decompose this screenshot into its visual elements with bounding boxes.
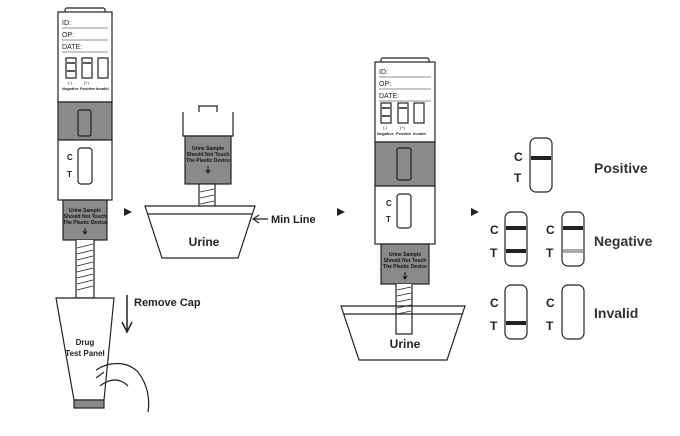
device2-warning-line1: Urine Sample <box>192 146 224 152</box>
cap-with-hand <box>55 297 150 413</box>
device3-neg-sign: (-) <box>383 125 388 130</box>
device2-warning-line3: The Plastic Device <box>186 158 230 164</box>
device3-warning-line2: Should Not Touch <box>384 258 427 264</box>
remove-cap-label: Remove Cap <box>134 297 201 309</box>
device1-warning-line3: The Plastic Device <box>63 220 107 226</box>
positive-t-label: T <box>514 171 522 185</box>
device-step2-wick-texture <box>199 188 215 205</box>
device1-date-label: DATE: <box>62 44 82 51</box>
negative1-c-label: C <box>490 223 499 237</box>
device1-inv-label: Invalid <box>96 86 109 91</box>
cap-text-line1: Drug <box>76 338 95 347</box>
device3-inv-label: Invalid <box>413 131 426 136</box>
positive-label: Positive <box>594 160 648 176</box>
urine-label-cup1: Urine <box>189 235 220 249</box>
device-step1 <box>57 7 113 299</box>
device2-warning-line2: Should Not Touch <box>187 152 230 158</box>
device2-arrow-icon <box>205 166 211 174</box>
positive-c-label: C <box>514 150 523 164</box>
device1-op-label: OP: <box>62 32 74 39</box>
step-arrow-icon-3 <box>471 208 479 216</box>
invalid1-c-label: C <box>490 296 499 310</box>
device3-warning-line1: Urine Sample <box>389 252 421 258</box>
down-arrow-icon <box>121 295 133 334</box>
device1-c-label: C <box>67 153 73 162</box>
device1-pos-sign: (+) <box>84 80 90 85</box>
device1-warning-line1: Urine Sample <box>69 208 101 214</box>
device3-date-label: DATE: <box>379 93 399 100</box>
step-arrow-icon-2 <box>337 208 345 216</box>
invalid2-t-label: T <box>546 319 554 333</box>
negative1-t-label: T <box>490 246 498 260</box>
device3-c-label: C <box>386 199 392 208</box>
device1-pos-label: Positive <box>80 86 96 91</box>
invalid2-c-label: C <box>546 296 555 310</box>
invalid-label: Invalid <box>594 305 638 321</box>
device1-neg-sign: (-) <box>68 80 73 85</box>
negative2-t-label: T <box>546 246 554 260</box>
result-negative-window-1 <box>504 211 528 267</box>
result-positive-window <box>529 137 553 193</box>
device3-pos-sign: (+) <box>400 125 406 130</box>
min-line-arrow-icon <box>251 214 268 224</box>
invalid1-t-label: T <box>490 319 498 333</box>
result-invalid-window-1 <box>504 284 528 340</box>
result-invalid-window-2 <box>561 284 585 340</box>
device-step3 <box>374 57 436 335</box>
cap-text-line2: Test Panel <box>65 349 104 358</box>
device3-neg-label: Negative <box>377 131 394 136</box>
urine-cup-step2 <box>144 205 256 259</box>
device3-warning-line3: The Plastic Device <box>383 264 427 270</box>
urine-cup-step3 <box>340 305 466 361</box>
negative2-c-label: C <box>546 223 555 237</box>
device1-neg-label: Negative <box>62 86 79 91</box>
device1-t-label: T <box>67 170 72 179</box>
device3-op-label: OP: <box>379 81 391 88</box>
result-negative-window-2 <box>561 211 585 267</box>
min-line-label: Min Line <box>271 214 316 226</box>
device1-arrow-icon <box>82 228 88 235</box>
negative-label: Negative <box>594 233 653 249</box>
urine-label-cup2: Urine <box>390 337 421 351</box>
step-arrow-icon-1 <box>124 208 132 216</box>
device3-pos-label: Positive <box>396 131 412 136</box>
device1-warning-line2: Should Not Touch <box>64 214 107 220</box>
device3-id-label: ID: <box>379 69 388 76</box>
device3-arrow-icon <box>402 272 408 280</box>
device-step2 <box>182 105 234 225</box>
device3-t-label: T <box>386 215 391 224</box>
device1-id-label: ID: <box>62 20 71 27</box>
device-step1-wick-texture <box>76 243 94 291</box>
